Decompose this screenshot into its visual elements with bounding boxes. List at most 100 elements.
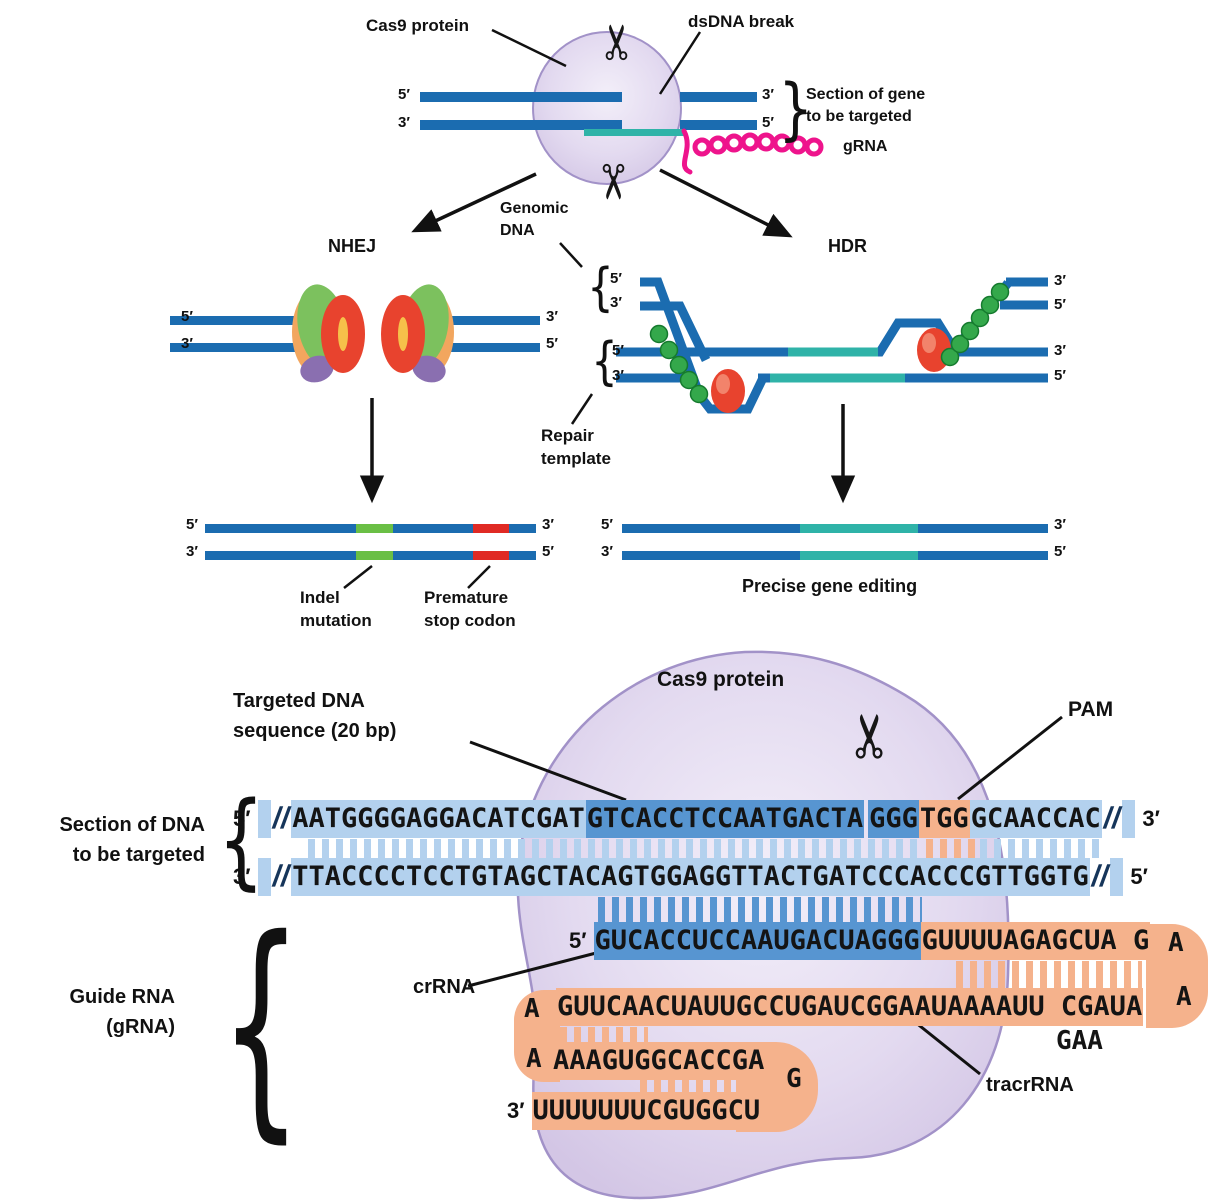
tracrrna-label: tracrRNA <box>986 1074 1074 1096</box>
genomic-dna-label: DNA <box>500 222 535 239</box>
edited-segment <box>800 524 918 533</box>
tracrrna-sequence-4: UUUUUUUCGUGGCU <box>531 1092 762 1130</box>
guide-rna-label: (gRNA) <box>106 1016 175 1038</box>
strand-end-label: 3′ <box>1054 272 1066 289</box>
stop-codon-segment <box>473 524 509 533</box>
targeted-sequence-label: sequence (20 bp) <box>233 720 397 742</box>
strand-end-label: 5′ <box>181 308 193 325</box>
indel-mutation-label: Indel <box>300 588 340 607</box>
strand-end-label: 5′ <box>398 86 410 103</box>
section-gene-label: to be targeted <box>806 108 912 125</box>
guide-rna-label: Guide RNA <box>69 986 175 1008</box>
strand-end-label: 5′ <box>601 516 613 533</box>
brace: } <box>778 70 813 149</box>
section-gene-label: Section of gene <box>806 86 926 103</box>
nhej-protein-complex-left <box>292 284 365 383</box>
brace: { <box>587 258 614 318</box>
grna-row-3: AAAGUGGCACCGA <box>552 1042 766 1080</box>
dsdna-break-label: dsDNA break <box>688 12 795 31</box>
strand-end-label: 3′ <box>542 516 554 533</box>
tracrrna-sequence-1: GUUUUAGAGCUA G <box>920 922 1151 960</box>
strand-end-label: 5′ <box>1130 864 1148 889</box>
section-dna-label: to be targeted <box>72 844 205 866</box>
brace: { <box>217 779 265 901</box>
strand-end-label: 3′ <box>186 543 198 560</box>
nhej-result-dna <box>205 524 536 589</box>
loop-nucleotide: A <box>526 1044 542 1074</box>
hdr-strand-invasion <box>616 277 1048 414</box>
strand-end-label: 5′ <box>569 928 587 953</box>
genomic-dna-label: Genomic <box>500 200 569 217</box>
strand-pad <box>1110 858 1124 896</box>
top-dna-strands <box>420 92 757 136</box>
tracrrna-ticks <box>956 961 1142 988</box>
tracrrna-sequence-2: GUUCAACUAUUGCCUGAUCGGAAUAAAAUU CGAUA <box>556 988 1144 1026</box>
hdr-pointer-lines <box>570 393 594 425</box>
hdr-result-dna <box>622 524 1048 560</box>
strand-end-label: 5′ <box>546 335 558 352</box>
dna-top-flank-left: AATGGGGAGGACATCGAT <box>291 800 586 838</box>
strand-pad <box>1122 800 1136 838</box>
precise-editing-label: Precise gene editing <box>742 576 918 596</box>
dna-bottom-sequence: TTACCCCTCCTGTAGCTACAGTGGAGGTTACTGATCCCAC… <box>291 858 1090 896</box>
strand-end-label: 3′ <box>601 543 613 560</box>
brace: { <box>591 332 618 392</box>
tracrrna-sequence-3: AAAGUGGCACCGA <box>552 1042 766 1080</box>
grna-row-1: 5′ GUCACCUCCAAUGACUAGGG GUUUUAGAGCUA G <box>562 922 1151 960</box>
pam-sequence: TGG <box>918 800 970 838</box>
tracrrna-ticks <box>640 1080 760 1093</box>
scissors-icon: ✂ <box>836 710 907 762</box>
targeted-sequence: GTCACCTCCAATGACTA <box>585 800 865 838</box>
recombinase-beads <box>649 282 1010 404</box>
strand-end-label: 5′ <box>542 543 554 560</box>
strand-end-label: 5′ <box>186 516 198 533</box>
strand-end-label: 3′ <box>1054 342 1066 359</box>
crrna-sequence: GUCACCUCCAAUGACUAGGG <box>593 922 921 960</box>
strand-end-label: 5′ <box>612 342 624 359</box>
strand-end-label: 3′ <box>762 86 774 103</box>
indel-mutation-label: mutation <box>300 611 372 630</box>
nhej-protein-complex-right <box>381 284 454 383</box>
strand-end-label: 5′ <box>233 806 251 831</box>
loop-nucleotide: A <box>524 994 540 1024</box>
crrna-label: crRNA <box>413 976 476 998</box>
repair-template-label: template <box>541 449 611 468</box>
strand-end-label: 3′ <box>398 114 410 131</box>
tracrrna-ticks <box>560 1027 648 1043</box>
dna-bottom-strand-row: 3′ // TTACCCCTCCTGTAGCTACAGTGGAGGTTACTGA… <box>226 858 1155 896</box>
hdr-proteins <box>649 282 1010 413</box>
grna-row-2: GUUCAACUAUUGCCUGAUCGGAAUAAAAUU CGAUA <box>556 988 1144 1026</box>
cas9-protein-title: Cas9 protein <box>657 668 785 691</box>
strand-end-label: 3′ <box>233 864 251 889</box>
strand-end-label: 3′ <box>1142 806 1160 831</box>
grna-label: gRNA <box>843 138 888 155</box>
strand-end-label: 5′ <box>1054 367 1066 384</box>
strand-pad <box>257 800 271 838</box>
section-dna-label: Section of DNA <box>59 814 205 836</box>
dna-basepair-ticks <box>308 839 922 858</box>
premature-stop-label: stop codon <box>424 611 516 630</box>
strand-end-label: 3′ <box>1054 516 1066 533</box>
dna-basepair-ticks <box>980 839 1104 858</box>
dna-top-flank-right: GCAACCAC <box>969 800 1102 838</box>
strand-end-label: 3′ <box>507 1098 525 1123</box>
grna-pairing-teal <box>584 129 684 136</box>
strand-end-label: 3′ <box>181 335 193 352</box>
nhej-heading: NHEJ <box>328 236 377 256</box>
targeted-sequence-label: Targeted DNA <box>233 690 365 712</box>
cas9-protein-label: Cas9 protein <box>366 16 469 35</box>
strand-end-label: 3′ <box>612 367 624 384</box>
pam-basepair-ticks <box>926 839 976 858</box>
strand-end-label: 5′ <box>610 270 622 287</box>
nhej-broken-dna <box>170 316 540 352</box>
strand-end-label: 5′ <box>1054 543 1066 560</box>
hdr-heading: HDR <box>828 236 867 256</box>
loop-nucleotide: A <box>1176 982 1192 1012</box>
grna-row-4: 3′ UUUUUUUCGUGGCU <box>500 1092 762 1130</box>
hairpin-turn-nucleotide: G <box>786 1064 802 1094</box>
strand-end-label: 3′ <box>546 308 558 325</box>
premature-stop-label: Premature <box>424 588 509 607</box>
strand-end-label: 5′ <box>762 114 774 131</box>
brace: { <box>219 888 303 1163</box>
